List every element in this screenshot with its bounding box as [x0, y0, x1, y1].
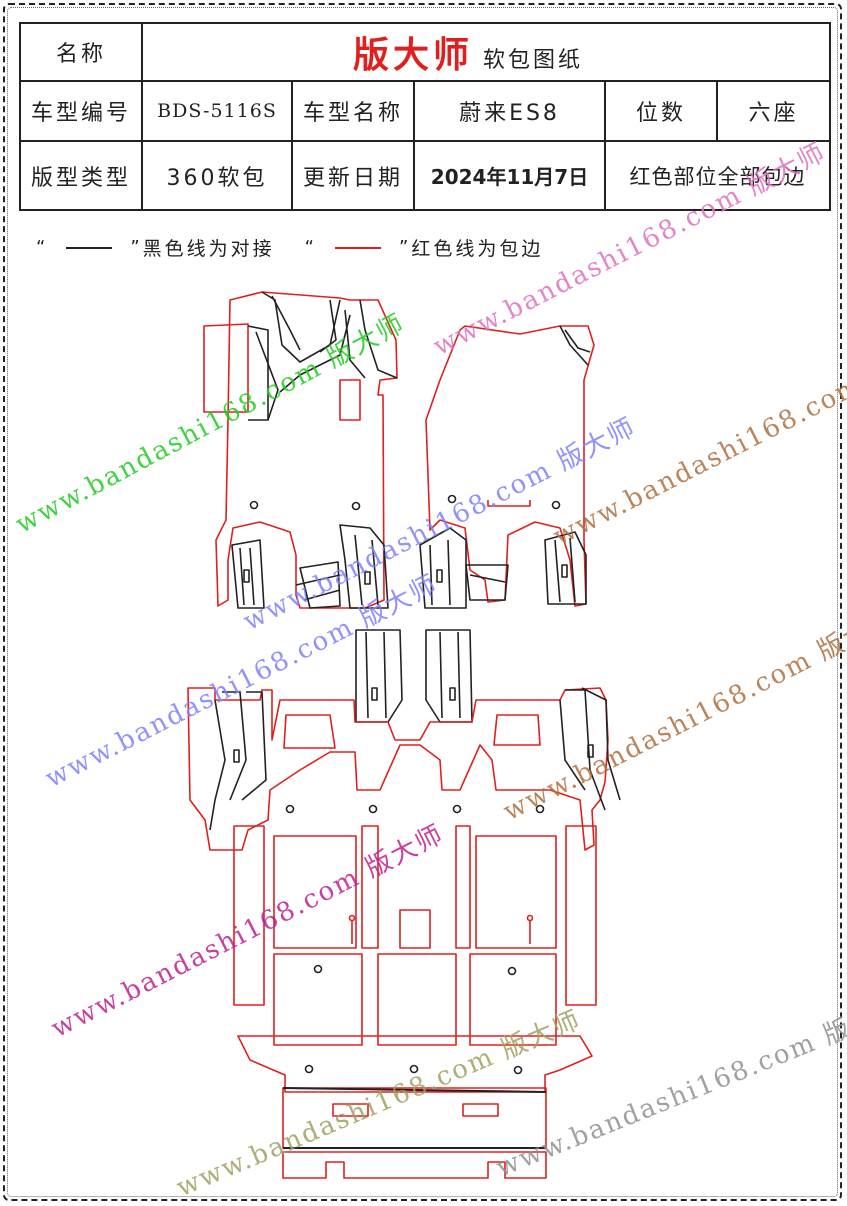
- legend-black-text: 黑色线为对接: [142, 238, 275, 260]
- model-code-label: 车型编号: [19, 80, 143, 142]
- pattern-type-value: 360软包: [141, 140, 293, 211]
- spec-table: 名称 版大师 软包图纸 车型编号 BDS-5116S 车型名称 蔚来ES8 位数…: [19, 22, 831, 211]
- legend-quote-open: “: [36, 237, 49, 258]
- page-border: [3, 3, 842, 1201]
- seats-value: 六座: [716, 80, 831, 142]
- middle-row-mat: [187, 687, 621, 851]
- legend-quote-close: ”: [130, 237, 143, 258]
- legend-black-line: [66, 246, 113, 249]
- front-right-mat: [425, 325, 595, 607]
- model-name-value: 蔚来ES8: [413, 80, 606, 142]
- brand-subtitle: 软包图纸: [483, 48, 584, 73]
- seats-label: 位数: [604, 80, 718, 142]
- pattern-type-label: 版型类型: [19, 140, 143, 211]
- edging-note: 红色部位全部包边: [604, 140, 831, 211]
- page-border-inner: [7, 7, 838, 1197]
- legend: “ ” 黑色线为对接 “ ” 红色线为包边: [36, 234, 543, 261]
- update-date-label: 更新日期: [291, 140, 415, 211]
- legend-quote-open-2: “: [304, 237, 317, 258]
- legend-red-line: [335, 246, 381, 249]
- title-cell: 版大师 软包图纸: [141, 22, 831, 82]
- model-code-value: BDS-5116S: [141, 80, 293, 142]
- legend-quote-close-2: ”: [399, 237, 412, 258]
- rear-floor-mat: [233, 825, 597, 1093]
- middle-tunnel-pieces: [355, 629, 473, 723]
- model-name-label: 车型名称: [291, 80, 415, 142]
- legend-red-text: 红色线为包边: [411, 238, 544, 260]
- trunk-mat: [282, 1087, 547, 1179]
- name-label: 名称: [19, 22, 143, 82]
- front-left-mat: [203, 291, 398, 609]
- brand-title: 版大师: [353, 34, 474, 76]
- front-sill-pieces: [231, 524, 587, 609]
- update-date-value: 2024年11月7日: [413, 140, 606, 211]
